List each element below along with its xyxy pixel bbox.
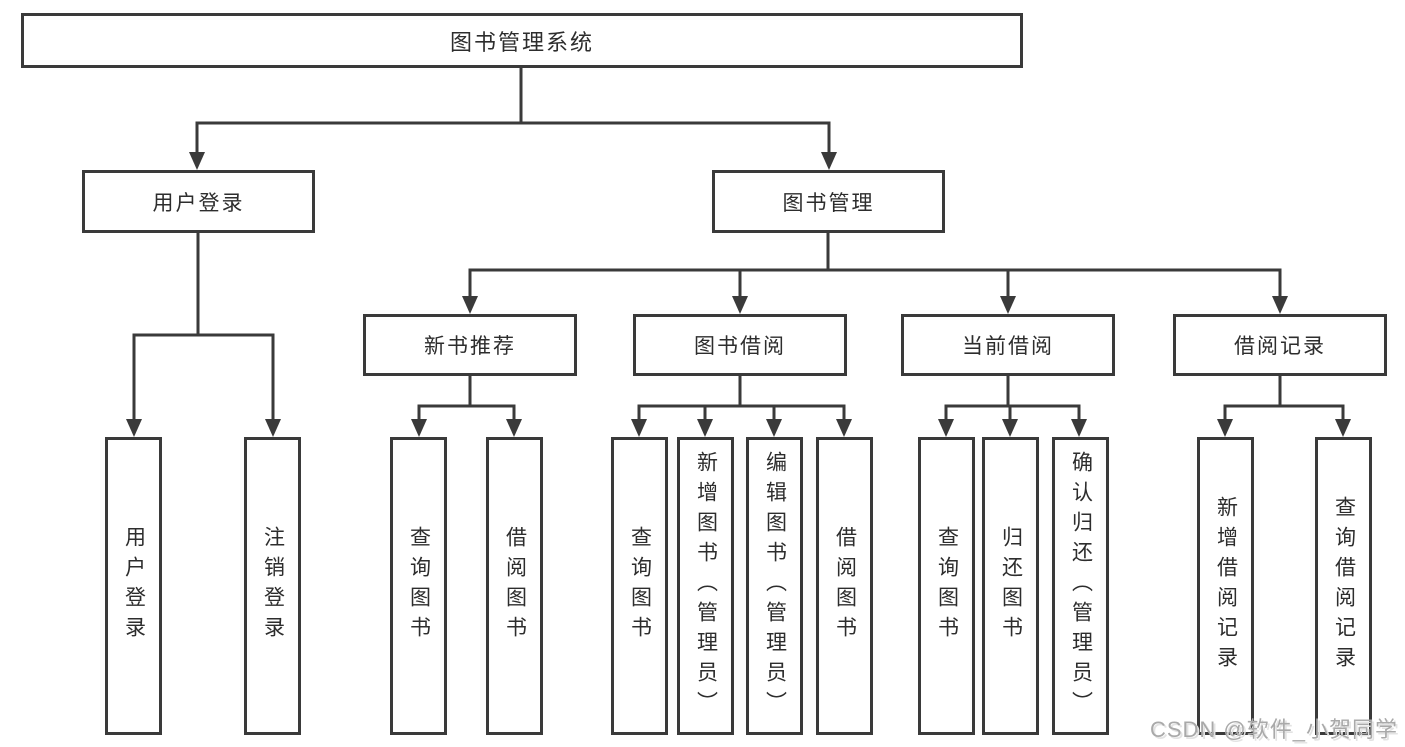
leaf-logout: 注销登录	[244, 437, 301, 735]
arrow-down-icon	[265, 419, 281, 437]
leaf-add-borrow-record: 新增借阅记录	[1197, 437, 1254, 735]
node-new-book-recommend: 新书推荐	[363, 314, 577, 376]
node-label: 当前借阅	[962, 335, 1054, 358]
arrow-down-icon	[1071, 419, 1087, 437]
leaf-query-borrow-record: 查询借阅记录	[1315, 437, 1372, 735]
arrow-down-icon	[1217, 419, 1233, 437]
leaf-edit-books-admin: 编辑图书（管理员）	[746, 437, 803, 735]
arrow-down-icon	[732, 296, 748, 314]
arrow-down-icon	[1335, 419, 1351, 437]
node-label: 查询图书	[628, 526, 652, 646]
node-library-system: 图书管理系统	[21, 13, 1023, 68]
leaf-borrow-books-recommend: 借阅图书	[486, 437, 543, 735]
csdn-watermark: CSDN @软件_小贺同学	[1149, 717, 1398, 742]
node-label: 图书借阅	[694, 335, 786, 358]
node-label: 查询图书	[935, 526, 959, 646]
node-label: 图书管理系统	[449, 29, 594, 55]
node-label: 借阅记录	[1234, 335, 1326, 358]
arrow-down-icon	[821, 152, 837, 170]
node-label: 归还图书	[999, 526, 1023, 646]
node-book-management: 图书管理	[712, 170, 945, 233]
arrow-down-icon	[462, 296, 478, 314]
leaf-query-books-recommend: 查询图书	[390, 437, 447, 735]
node-user-login: 用户登录	[82, 170, 315, 233]
arrow-down-icon	[631, 419, 647, 437]
arrow-down-icon	[189, 152, 205, 170]
node-label: 用户登录	[122, 526, 146, 646]
node-label: 新书推荐	[424, 335, 516, 358]
arrow-down-icon	[1000, 296, 1016, 314]
leaf-query-books-borrow: 查询图书	[611, 437, 668, 735]
arrow-down-icon	[697, 419, 713, 437]
arrow-down-icon	[1272, 296, 1288, 314]
leaf-confirm-return-admin: 确认归还（管理员）	[1052, 437, 1109, 735]
node-label: 编辑图书（管理员）	[763, 451, 787, 721]
node-label: 注销登录	[261, 526, 285, 646]
node-label: 确认归还（管理员）	[1069, 451, 1093, 721]
arrow-down-icon	[1002, 419, 1018, 437]
node-label: 借阅图书	[833, 526, 857, 646]
node-current-borrow: 当前借阅	[901, 314, 1115, 376]
leaf-user-login: 用户登录	[105, 437, 162, 735]
node-label: 查询图书	[407, 526, 431, 646]
node-label: 新增图书（管理员）	[694, 451, 718, 721]
node-label: 借阅图书	[503, 526, 527, 646]
leaf-return-books: 归还图书	[982, 437, 1039, 735]
arrow-down-icon	[766, 419, 782, 437]
arrow-down-icon	[836, 419, 852, 437]
arrow-down-icon	[411, 419, 427, 437]
arrow-down-icon	[938, 419, 954, 437]
leaf-add-books-admin: 新增图书（管理员）	[677, 437, 734, 735]
node-label: 查询借阅记录	[1332, 496, 1356, 676]
arrow-down-icon	[506, 419, 522, 437]
node-label: 图书管理	[782, 191, 875, 215]
node-book-borrow: 图书借阅	[633, 314, 847, 376]
arrow-down-icon	[126, 419, 142, 437]
node-borrow-records: 借阅记录	[1173, 314, 1387, 376]
node-label: 用户登录	[152, 191, 245, 215]
leaf-borrow-books: 借阅图书	[816, 437, 873, 735]
node-label: 新增借阅记录	[1214, 496, 1238, 676]
leaf-query-books-current: 查询图书	[918, 437, 975, 735]
